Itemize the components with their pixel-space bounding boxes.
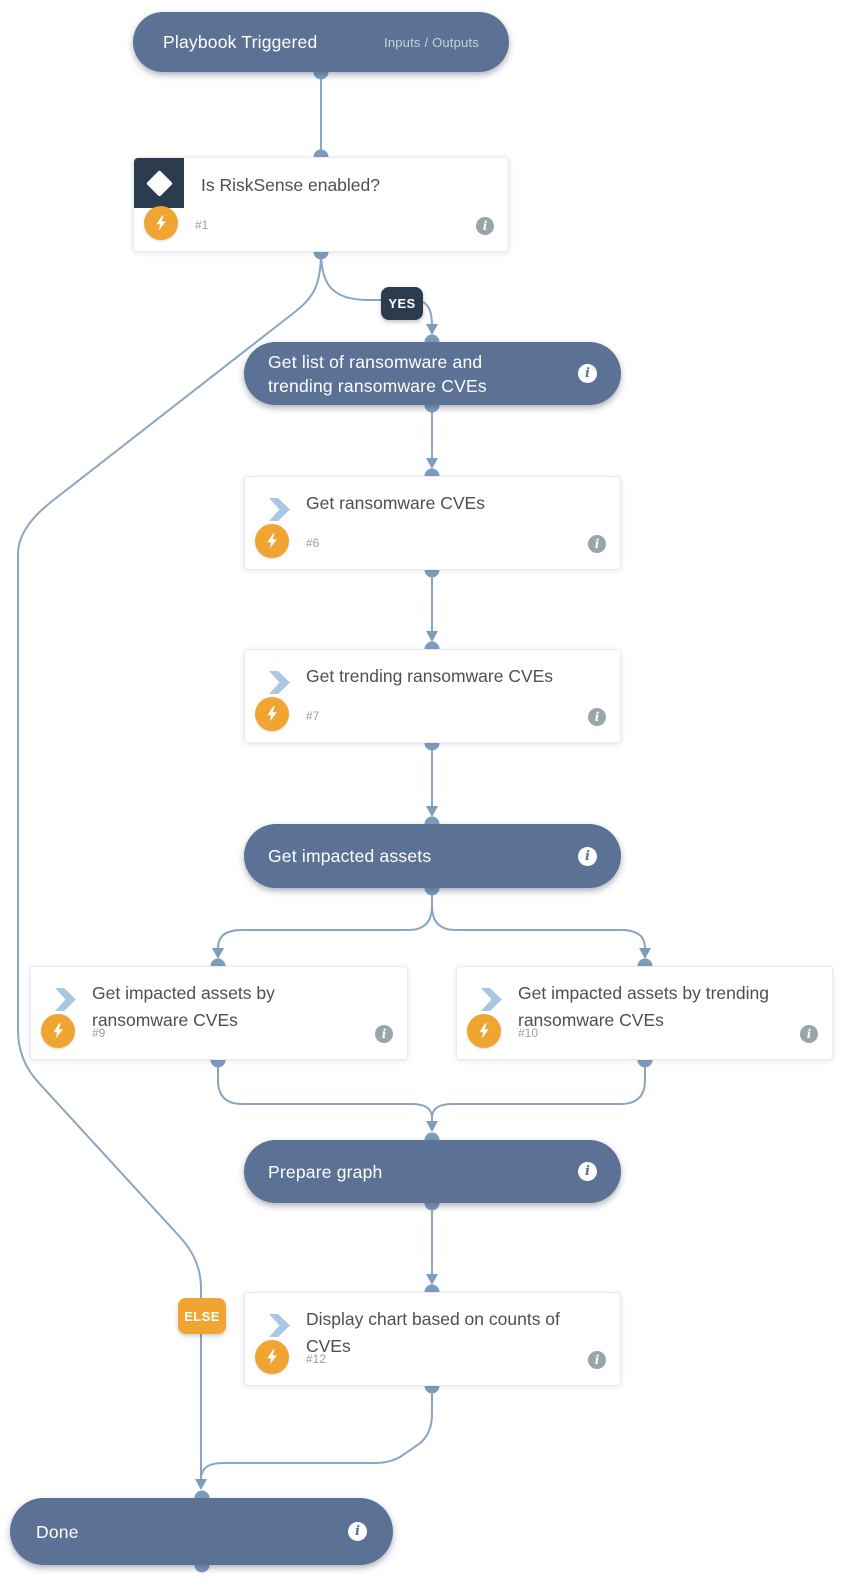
lightning-icon [467, 1014, 501, 1048]
node-is-risksense-enabled[interactable]: Is RiskSense enabled? #1 i [133, 157, 509, 252]
node-title: Display chart based on counts of CVEs [306, 1309, 560, 1356]
node-impacted-assets-by-ransomware[interactable]: Get impacted assets by ransomware CVEs #… [30, 966, 408, 1060]
condition-badge-else[interactable]: ELSE [178, 1298, 226, 1334]
step-number: #12 [306, 1352, 327, 1366]
node-impacted-assets-by-trending[interactable]: Get impacted assets by trending ransomwa… [456, 966, 833, 1060]
node-playbook-triggered[interactable]: Playbook Triggered Inputs / Outputs [133, 12, 509, 72]
node-title: Get impacted assets by trending ransomwa… [518, 983, 769, 1030]
node-done[interactable]: Done i [10, 1498, 393, 1565]
lightning-icon [255, 524, 289, 558]
info-icon[interactable]: i [476, 217, 494, 235]
node-get-ransomware-cves[interactable]: Get ransomware CVEs #6 i [244, 476, 621, 570]
node-title: Prepare graph [268, 1161, 383, 1182]
lightning-icon [255, 697, 289, 731]
chevron-icon [269, 671, 290, 699]
lightning-icon [255, 1340, 289, 1374]
decision-icon [134, 158, 184, 208]
info-icon[interactable]: i [800, 1025, 818, 1043]
info-icon[interactable]: i [578, 1162, 597, 1181]
node-title: Get impacted assets [268, 846, 432, 866]
info-icon[interactable]: i [588, 708, 606, 726]
step-number: #1 [195, 218, 209, 232]
info-icon[interactable]: i [588, 1351, 606, 1369]
node-title: Get trending ransomware CVEs [306, 666, 554, 686]
node-get-impacted-assets[interactable]: Get impacted assets i [244, 824, 621, 888]
node-get-list-ransomware-cves[interactable]: Get list of ransomware and trending rans… [244, 342, 621, 405]
node-title: Get list of ransomware and trending rans… [268, 351, 487, 396]
node-title: Get impacted assets by ransomware CVEs [92, 983, 275, 1030]
condition-badge-yes[interactable]: YES [381, 287, 423, 320]
node-prepare-graph[interactable]: Prepare graph i [244, 1140, 621, 1203]
chevron-icon [55, 988, 76, 1016]
chevron-icon [481, 988, 502, 1016]
step-number: #10 [518, 1026, 539, 1040]
inputs-outputs-link[interactable]: Inputs / Outputs [384, 34, 479, 50]
info-icon[interactable]: i [375, 1025, 393, 1043]
node-title: Is RiskSense enabled? [201, 175, 380, 195]
node-display-chart[interactable]: Display chart based on counts of CVEs #1… [244, 1292, 621, 1386]
lightning-icon [144, 206, 178, 240]
info-icon[interactable]: i [588, 535, 606, 553]
node-title: Playbook Triggered [163, 32, 318, 52]
info-icon[interactable]: i [578, 364, 597, 383]
chevron-icon [269, 498, 290, 526]
chevron-icon [269, 1314, 290, 1342]
lightning-icon [41, 1014, 75, 1048]
info-icon[interactable]: i [578, 846, 597, 866]
info-icon[interactable]: i [348, 1522, 367, 1541]
node-title: Get ransomware CVEs [306, 493, 485, 513]
step-number: #7 [306, 709, 320, 723]
step-number: #9 [92, 1026, 106, 1040]
node-get-trending-ransomware-cves[interactable]: Get trending ransomware CVEs #7 i [244, 649, 621, 743]
step-number: #6 [306, 536, 320, 550]
node-title: Done [36, 1521, 79, 1542]
